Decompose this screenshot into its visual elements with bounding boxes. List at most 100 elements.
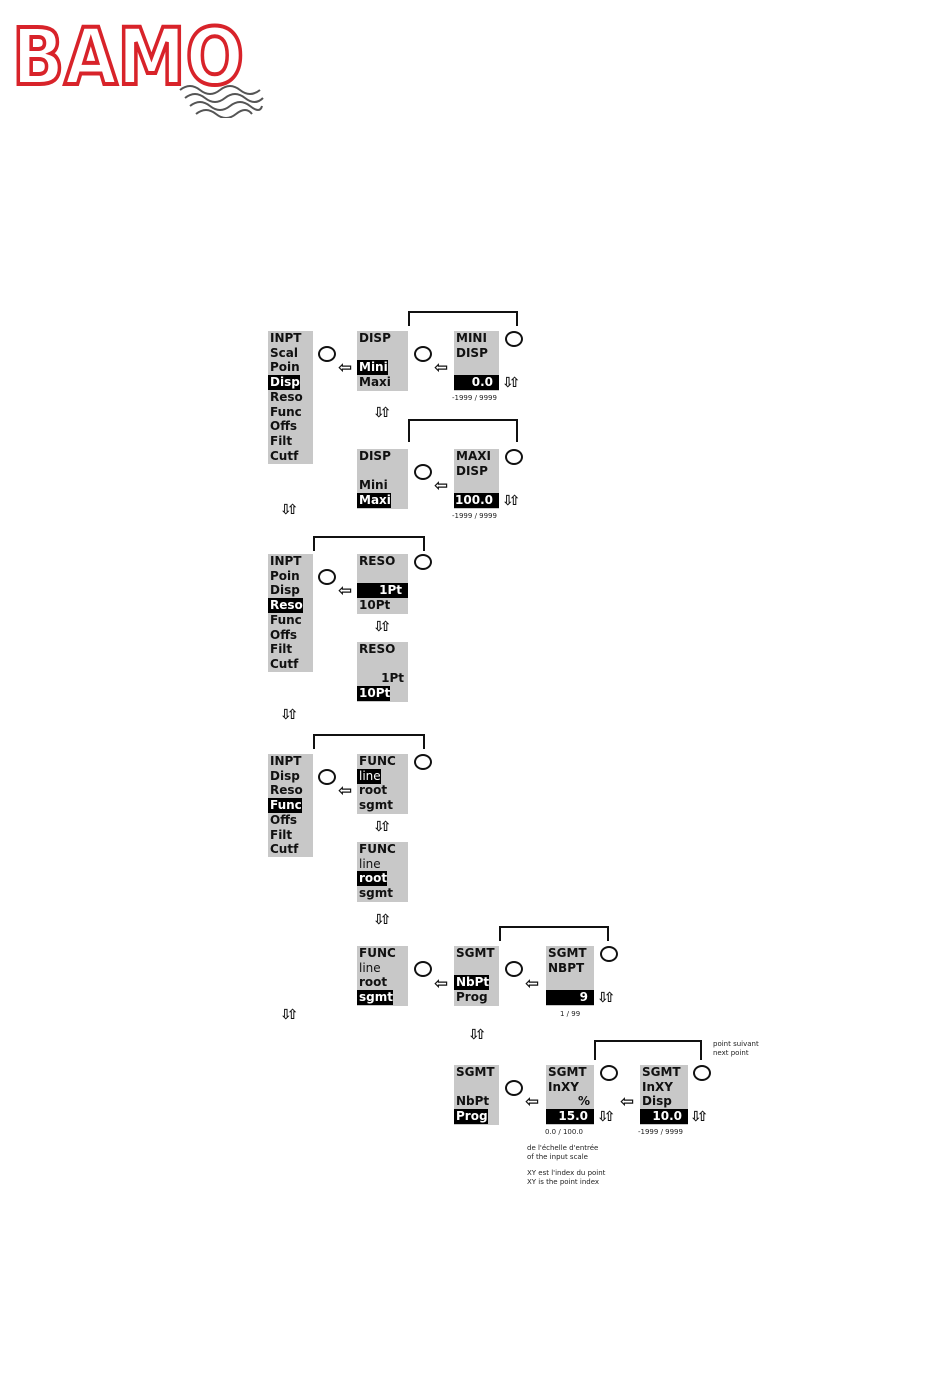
mini-value: 0.0	[454, 375, 499, 390]
func-menu-sgmt: FUNC line root sgmt	[357, 946, 408, 1006]
nbpt-value: 9	[546, 990, 594, 1005]
sgmt-menu-nbpt: SGMT NbPt Prog	[454, 946, 499, 1006]
rotary-knob-icon	[505, 961, 523, 977]
sgmt-label: SGMT	[548, 946, 587, 960]
inxy-pct-value: 15.0	[546, 1109, 594, 1124]
func-sgmt: sgmt	[359, 798, 393, 812]
func-title: FUNC	[359, 842, 396, 856]
arrow-left-icon: ⇦	[525, 974, 540, 994]
menu-item-disp: Disp	[270, 583, 300, 597]
menu-item-cutf: Cutf	[270, 449, 299, 463]
maxi-value: 100.0	[454, 493, 499, 508]
note-next-fr: point suivant	[713, 1040, 759, 1048]
maxi-disp-screen: MAXI DISP 100.0	[454, 449, 499, 509]
menu-item-inpt: INPT	[270, 754, 302, 768]
sgmt-prog: Prog	[456, 990, 488, 1004]
reso-10pt: 10Pt	[359, 598, 391, 612]
loop-bracket	[499, 926, 609, 941]
arrow-left-icon: ⇦	[525, 1092, 540, 1112]
func-title: FUNC	[359, 946, 396, 960]
func-root-selected: root	[357, 871, 388, 886]
bamo-logo: BAMO	[10, 11, 265, 119]
loop-bracket	[313, 734, 425, 749]
menu-item-func-selected: Func	[268, 798, 302, 813]
mini-range: -1999 / 9999	[452, 394, 497, 402]
loop-bracket	[313, 536, 425, 551]
reso-1pt-selected: 1Pt	[357, 583, 408, 598]
disp-menu-mini: DISP Mini Maxi	[357, 331, 408, 391]
menu-item-filt: Filt	[270, 434, 293, 448]
nbpt-label: NBPT	[548, 961, 585, 975]
rotary-knob-icon	[600, 946, 618, 962]
menu-item-scal: Scal	[270, 346, 298, 360]
menu-item-func: Func	[270, 405, 302, 419]
func-line: line	[359, 961, 381, 975]
rotary-knob-icon	[505, 449, 523, 465]
loop-bracket	[594, 1040, 702, 1060]
disp-menu-maxi: DISP Mini Maxi	[357, 449, 408, 509]
func-sgmt-selected: sgmt	[357, 990, 393, 1005]
sgmt-label: SGMT	[642, 1065, 681, 1079]
maxi-range: -1999 / 9999	[452, 512, 497, 520]
up-down-arrow-icon: ⇩⇧	[373, 619, 392, 635]
main-menu-3: INPT Disp Reso Func Offs Filt Cutf	[268, 754, 313, 857]
up-down-arrow-icon: ⇩⇧	[373, 912, 392, 928]
sgmt-title: SGMT	[456, 1065, 495, 1079]
reso-menu-1pt: RESO 1Pt 10Pt	[357, 554, 408, 614]
arrow-left-icon: ⇦	[338, 358, 353, 378]
disp-maxi: Maxi	[359, 375, 391, 389]
loop-bracket	[408, 419, 518, 442]
maxi-label: MAXI	[456, 449, 491, 463]
rotary-knob-icon	[414, 961, 432, 977]
disp-maxi-selected: Maxi	[357, 493, 391, 508]
sgmt-inxy-disp-screen: SGMT InXY Disp 10.0	[640, 1065, 688, 1125]
note-index-fr: XY est l'index du point	[527, 1169, 606, 1177]
reso-menu-10pt: RESO 1Pt 10Pt	[357, 642, 408, 702]
inxy-pct-range: 0.0 / 100.0	[545, 1128, 583, 1136]
menu-item-filt: Filt	[270, 828, 293, 842]
arrow-left-icon: ⇦	[434, 476, 449, 496]
sgmt-menu-prog: SGMT NbPt Prog	[454, 1065, 499, 1125]
up-down-arrow-icon: ⇩⇧	[280, 1007, 299, 1023]
menu-item-reso: Reso	[270, 390, 303, 404]
sgmt-label: SGMT	[548, 1065, 587, 1079]
rotary-knob-icon	[414, 346, 432, 362]
disp-label: Disp	[642, 1094, 672, 1108]
rotary-knob-icon	[505, 331, 523, 347]
mini-label: MINI	[456, 331, 487, 345]
up-down-arrow-icon: ⇩⇧	[502, 493, 521, 509]
sgmt-prog-selected: Prog	[454, 1109, 488, 1124]
func-menu-root: FUNC line root sgmt	[357, 842, 408, 902]
menu-item-inpt: INPT	[270, 331, 302, 345]
inxy-label: InXY	[642, 1080, 673, 1094]
inxy-disp-range: -1999 / 9999	[638, 1128, 683, 1136]
rotary-knob-icon	[600, 1065, 618, 1081]
reso-1pt: 1Pt	[381, 671, 404, 685]
disp-label: DISP	[456, 346, 488, 360]
menu-item-offs: Offs	[270, 419, 298, 433]
rotary-knob-icon	[414, 554, 432, 570]
up-down-arrow-icon: ⇩⇧	[690, 1109, 709, 1125]
up-down-arrow-icon: ⇩⇧	[597, 1109, 616, 1125]
menu-item-offs: Offs	[270, 813, 298, 827]
func-menu-line: FUNC line root sgmt	[357, 754, 408, 814]
percent-label: %	[577, 1094, 590, 1108]
reso-title: RESO	[359, 554, 396, 568]
disp-mini-selected: Mini	[357, 360, 388, 375]
menu-item-filt: Filt	[270, 642, 293, 656]
mini-disp-screen: MINI DISP 0.0	[454, 331, 499, 391]
disp-mini: Mini	[359, 478, 388, 492]
up-down-arrow-icon: ⇩⇧	[373, 405, 392, 421]
disp-title: DISP	[359, 449, 391, 463]
bamo-logo-icon: BAMO	[10, 11, 264, 119]
rotary-knob-icon	[318, 346, 336, 362]
func-title: FUNC	[359, 754, 396, 768]
rotary-knob-icon	[318, 769, 336, 785]
disp-title: DISP	[359, 331, 391, 345]
note-next-en: next point	[713, 1049, 749, 1057]
menu-item-func: Func	[270, 613, 302, 627]
arrow-left-icon: ⇦	[434, 358, 449, 378]
rotary-knob-icon	[505, 1080, 523, 1096]
sgmt-inxy-pct-screen: SGMT InXY % 15.0	[546, 1065, 594, 1125]
rotary-knob-icon	[318, 569, 336, 585]
